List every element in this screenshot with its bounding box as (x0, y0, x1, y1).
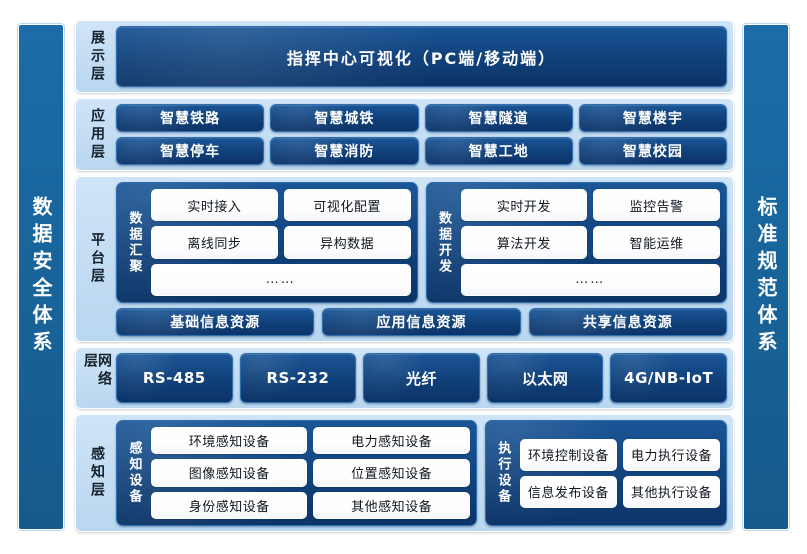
perception-group-container: 感知设备 环境感知设备 电力感知设备 图像感知设备 位置感知设备 (116, 420, 727, 526)
aggregation-row-3: …… (151, 263, 411, 296)
display-banner-command-center[interactable]: 指挥中心可视化（PC端/移动端） (116, 26, 727, 87)
actuating-item-environment-control[interactable]: 环境控制设备 (519, 438, 617, 471)
actuating-item-power-actuator[interactable]: 电力执行设备 (622, 438, 721, 471)
layer-label-application: 应用层 (89, 107, 105, 162)
development-item-realtime-development[interactable]: 实时开发 (460, 189, 588, 222)
layer-network: 网络层 RS-485 RS-232 光纤 以太网 4G/NB-IoT (75, 347, 734, 409)
platform-group-title-data-development: 数据开发 (436, 210, 451, 275)
layer-platform: 平台层 数据汇聚 实时接入 可视化配置 离线同步 异 (75, 176, 734, 342)
actuating-item-information-release[interactable]: 信息发布设备 (519, 475, 617, 508)
platform-group-data-aggregation: 数据汇聚 实时接入 可视化配置 离线同步 异构数据 …… (116, 182, 418, 303)
right-pillar-standards: 标准规范体系 (743, 24, 789, 530)
network-item-ethernet[interactable]: 以太网 (486, 353, 604, 403)
layer-stack: 展示层 指挥中心可视化（PC端/移动端） 应用层 智慧铁路 智慧城铁 智慧隧道 … (75, 20, 734, 536)
layer-body-application: 智慧铁路 智慧城铁 智慧隧道 智慧楼宇 智慧停车 智慧消防 智慧工地 智慧校园 (116, 104, 727, 165)
aggregation-item-realtime-access[interactable]: 实时接入 (151, 189, 278, 222)
development-item-monitoring-alarm[interactable]: 监控告警 (593, 189, 720, 222)
sensing-item-location-sensor[interactable]: 位置感知设备 (313, 459, 470, 487)
app-item-smart-railway[interactable]: 智慧铁路 (116, 104, 265, 132)
layer-label-platform: 平台层 (89, 232, 105, 286)
app-item-smart-firefighting[interactable]: 智慧消防 (270, 137, 419, 165)
sensing-item-other-sensor[interactable]: 其他感知设备 (313, 491, 470, 519)
platform-group-container: 数据汇聚 实时接入 可视化配置 离线同步 异构数据 …… (116, 182, 727, 303)
layer-perception: 感知层 感知设备 环境感知设备 电力感知设备 图像感知设备 (75, 414, 734, 532)
development-row-1: 实时开发 监控告警 (460, 189, 720, 222)
aggregation-row-2: 离线同步 异构数据 (151, 226, 411, 259)
actuating-row-1: 环境控制设备 电力执行设备 (519, 438, 721, 471)
perception-items-sensing-devices: 环境感知设备 电力感知设备 图像感知设备 位置感知设备 身份感知设备 其他感知设… (151, 427, 470, 519)
development-item-algorithm-development[interactable]: 算法开发 (460, 226, 588, 259)
layer-body-perception: 感知设备 环境感知设备 电力感知设备 图像感知设备 位置感知设备 (116, 420, 727, 526)
development-item-intelligent-ops[interactable]: 智能运维 (593, 226, 720, 259)
left-pillar-label: 数据安全体系 (29, 196, 53, 358)
platform-resource-row: 基础信息资源 应用信息资源 共享信息资源 (116, 308, 727, 336)
aggregation-item-more[interactable]: …… (151, 263, 411, 296)
resource-item-application-information[interactable]: 应用信息资源 (322, 308, 521, 336)
sensing-item-power-sensor[interactable]: 电力感知设备 (313, 427, 470, 455)
layer-body-network: RS-485 RS-232 光纤 以太网 4G/NB-IoT (116, 353, 727, 403)
development-item-more[interactable]: …… (460, 263, 720, 296)
aggregation-item-offline-sync[interactable]: 离线同步 (151, 226, 278, 259)
perception-group-actuating-devices: 执行设备 环境控制设备 电力执行设备 信息发布设备 其他执行设备 (484, 420, 727, 526)
layer-application: 应用层 智慧铁路 智慧城铁 智慧隧道 智慧楼宇 智慧停车 智慧消防 智慧工地 智… (75, 98, 734, 171)
layer-label-network: 网络层 (82, 353, 112, 389)
app-item-smart-campus[interactable]: 智慧校园 (578, 137, 727, 165)
perception-items-actuating-devices: 环境控制设备 电力执行设备 信息发布设备 其他执行设备 (519, 427, 721, 519)
sensing-item-identity-sensor[interactable]: 身份感知设备 (151, 491, 308, 519)
resource-item-basic-information[interactable]: 基础信息资源 (116, 308, 315, 336)
perception-group-sensing-devices: 感知设备 环境感知设备 电力感知设备 图像感知设备 位置感知设备 (116, 420, 477, 526)
right-pillar-label: 标准规范体系 (754, 196, 778, 358)
app-item-smart-tunnel[interactable]: 智慧隧道 (424, 104, 573, 132)
network-item-optical-fiber[interactable]: 光纤 (363, 353, 480, 403)
aggregation-row-1: 实时接入 可视化配置 (151, 189, 411, 222)
aggregation-item-visual-config[interactable]: 可视化配置 (283, 189, 411, 222)
aggregation-item-heterogeneous-data[interactable]: 异构数据 (283, 226, 411, 259)
platform-items-data-aggregation: 实时接入 可视化配置 离线同步 异构数据 …… (151, 189, 411, 296)
sensing-item-image-sensor[interactable]: 图像感知设备 (151, 459, 308, 487)
actuating-row-2: 信息发布设备 其他执行设备 (519, 475, 721, 508)
layer-body-platform: 数据汇聚 实时接入 可视化配置 离线同步 异构数据 …… (116, 182, 727, 336)
application-row-1: 智慧铁路 智慧城铁 智慧隧道 智慧楼宇 (116, 104, 727, 132)
platform-group-data-development: 数据开发 实时开发 监控告警 算法开发 智能运维 …… (425, 182, 727, 303)
app-item-smart-parking[interactable]: 智慧停车 (116, 137, 265, 165)
layer-label-perception: 感知层 (89, 446, 105, 500)
sensing-item-environment-sensor[interactable]: 环境感知设备 (151, 427, 308, 455)
development-row-3: …… (460, 263, 720, 296)
network-row: RS-485 RS-232 光纤 以太网 4G/NB-IoT (116, 353, 727, 403)
development-row-2: 算法开发 智能运维 (460, 226, 720, 259)
perception-group-title-sensing-devices: 感知设备 (126, 441, 142, 505)
platform-group-title-data-aggregation: 数据汇聚 (126, 210, 142, 275)
network-item-4g-nbiot[interactable]: 4G/NB-IoT (610, 353, 727, 403)
sensing-row-2: 图像感知设备 位置感知设备 (151, 459, 470, 487)
layer-body-display: 指挥中心可视化（PC端/移动端） (116, 26, 727, 87)
layer-label-display: 展示层 (89, 29, 105, 84)
layer-display: 展示层 指挥中心可视化（PC端/移动端） (75, 20, 734, 93)
left-pillar-data-security: 数据安全体系 (18, 24, 64, 530)
actuating-item-other-actuator[interactable]: 其他执行设备 (622, 475, 721, 508)
platform-items-data-development: 实时开发 监控告警 算法开发 智能运维 …… (460, 189, 720, 296)
sensing-row-1: 环境感知设备 电力感知设备 (151, 427, 470, 455)
network-item-rs232[interactable]: RS-232 (239, 353, 357, 403)
app-item-smart-construction-site[interactable]: 智慧工地 (424, 137, 573, 165)
resource-item-shared-information[interactable]: 共享信息资源 (528, 308, 727, 336)
sensing-row-3: 身份感知设备 其他感知设备 (151, 491, 470, 519)
app-item-smart-urban-rail[interactable]: 智慧城铁 (270, 104, 419, 132)
app-item-smart-building[interactable]: 智慧楼宇 (578, 104, 727, 132)
network-item-rs485[interactable]: RS-485 (116, 353, 233, 403)
application-row-2: 智慧停车 智慧消防 智慧工地 智慧校园 (116, 137, 727, 165)
perception-group-title-actuating-devices: 执行设备 (495, 441, 511, 505)
